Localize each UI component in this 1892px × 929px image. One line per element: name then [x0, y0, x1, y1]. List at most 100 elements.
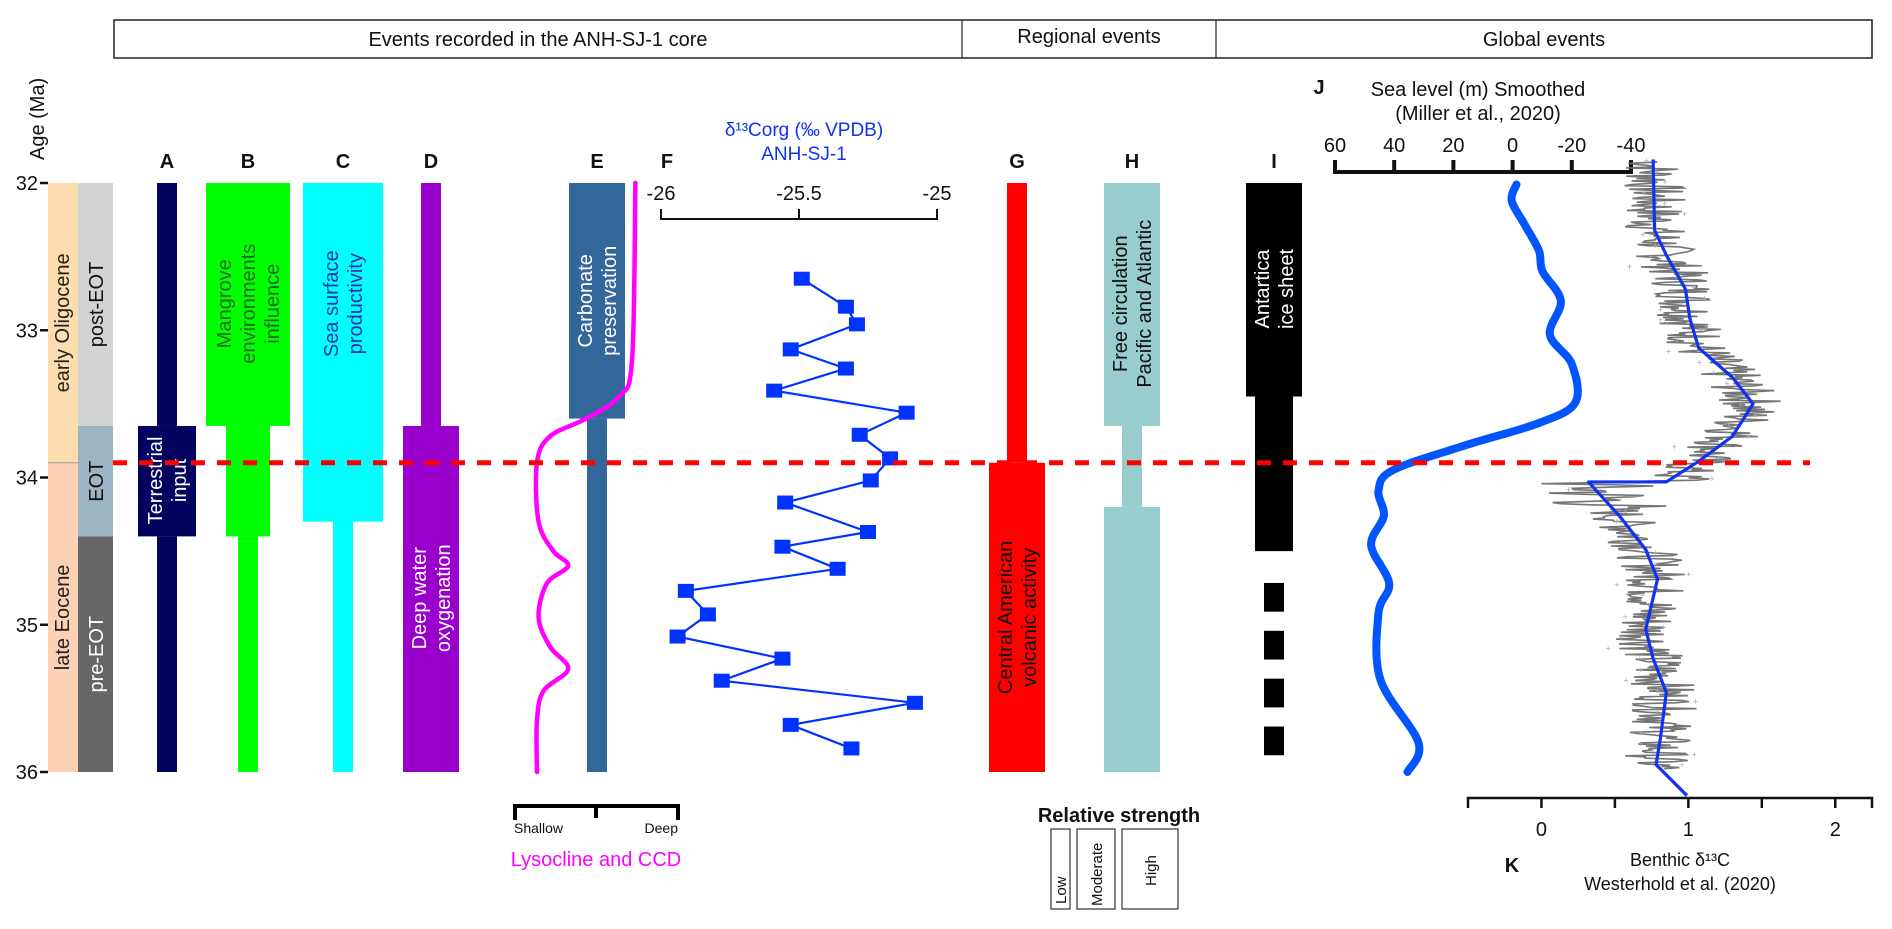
- stage-band: [78, 183, 113, 426]
- chart-f-point: [793, 271, 810, 286]
- chart-k-raw-point: +: [1566, 485, 1571, 495]
- strength-high: High: [1143, 855, 1160, 886]
- column-letter: I: [1271, 151, 1277, 173]
- column-letter: C: [336, 151, 350, 173]
- chart-j-title: Sea level (m) Smoothed: [1371, 79, 1586, 101]
- chart-k-raw-point: +: [1617, 495, 1622, 505]
- strength-segment-high: [569, 183, 625, 419]
- column-label: Antartica: [1252, 249, 1274, 329]
- age-tick-label: 32: [16, 173, 38, 195]
- chart-k-raw-point: +: [1697, 326, 1702, 336]
- strength-segment-low: [157, 536, 177, 772]
- chart-k-raw-point: +: [1638, 739, 1643, 749]
- chart-k-raw-point: +: [1637, 654, 1642, 664]
- strength-segment-high: [989, 462, 1045, 772]
- chart-k-raw-point: +: [1605, 644, 1610, 654]
- strength-segment-low: [1007, 183, 1027, 463]
- chart-f-point: [851, 427, 868, 442]
- chart-k-raw-point: +: [1619, 538, 1624, 548]
- age-tick-label: 34: [16, 468, 38, 490]
- chart-k-raw-point: +: [1726, 421, 1731, 431]
- column-label: Sea surface: [321, 250, 343, 357]
- lysocline-shallow-label: Shallow: [514, 820, 564, 836]
- strength-segment-low: [1122, 425, 1142, 507]
- chart-k-raw-point: +: [1709, 474, 1714, 484]
- chart-k-raw-point: +: [1661, 622, 1666, 632]
- strength-legend: Relative strength Low Moderate High: [1038, 805, 1200, 910]
- age-tick-label: 35: [16, 615, 38, 637]
- strength-segment-low: [157, 183, 177, 426]
- dashed-segment: [1264, 582, 1284, 612]
- column-label: oxygenation: [433, 544, 455, 652]
- chart-k-raw-point: +: [1658, 304, 1663, 314]
- chart-k-raw-point: +: [1672, 442, 1677, 452]
- chart-k-raw-point: +: [1662, 198, 1667, 208]
- chart-k-raw-point: +: [1716, 453, 1721, 463]
- stage-label: post-EOT: [86, 262, 108, 348]
- column-label: preservation: [599, 246, 621, 356]
- chart-k-raw-point: +: [1692, 750, 1697, 760]
- dashed-segment: [1264, 726, 1284, 756]
- chart-k-raw-point: +: [1614, 516, 1619, 526]
- strength-legend-title: Relative strength: [1038, 805, 1200, 827]
- header-regional: Regional events: [1017, 26, 1160, 48]
- chart-f-point: [862, 473, 879, 488]
- chart-k-raw-point: +: [1654, 167, 1659, 177]
- chart-f-point: [782, 717, 799, 732]
- epoch-label: early Oligocene: [52, 253, 74, 392]
- column-letter: J: [1313, 77, 1324, 99]
- chart-k-raw-point: +: [1674, 336, 1679, 346]
- chart-j-axis: [1333, 160, 1633, 174]
- column-letter: D: [424, 151, 438, 173]
- chart-k-raw-point: +: [1693, 697, 1698, 707]
- chart-k-raw-point: +: [1691, 283, 1696, 293]
- column-letter: G: [1009, 151, 1025, 173]
- chart-k-raw-point: +: [1648, 251, 1653, 261]
- chart-f-point: [774, 539, 791, 554]
- chart-k-raw-point: +: [1653, 241, 1658, 251]
- column-letter: B: [241, 151, 255, 173]
- age-tick-label: 36: [16, 762, 38, 784]
- lysocline-curve: [533, 180, 638, 775]
- chart-k-raw-point: +: [1724, 379, 1729, 389]
- chart-k-raw-point: +: [1655, 707, 1660, 717]
- chart-k-raw-point: +: [1640, 591, 1645, 601]
- lysocline-deep-label: Deep: [645, 820, 679, 836]
- chart-k-raw-point: +: [1627, 527, 1632, 537]
- chart-j-tick-label: 60: [1324, 135, 1346, 157]
- column-letter: H: [1125, 151, 1139, 173]
- chart-k-raw-point: +: [1644, 156, 1649, 166]
- strength-segment-high: [303, 183, 383, 522]
- chart-f-point: [829, 561, 846, 576]
- column-label: input: [169, 458, 191, 502]
- strength-segment-moderate: [1255, 396, 1293, 552]
- chart-k-raw-point: +: [1682, 209, 1687, 219]
- chart-k-raw-point: +: [1666, 347, 1671, 357]
- strength-segment-low: [333, 521, 353, 772]
- chart-k-subtitle: Westerhold et al. (2020): [1584, 874, 1776, 894]
- column-label: Terrestrial: [145, 437, 167, 525]
- chart-f-axis: [660, 209, 938, 220]
- chart-k-raw-point: +: [1753, 410, 1758, 420]
- strength-segment-high: [138, 425, 196, 537]
- chart-k-raw-point: +: [1686, 569, 1691, 579]
- chart-k-axis: [1466, 796, 1874, 808]
- chart-k-raw-point: +: [1627, 262, 1632, 272]
- strength-moderate: Moderate: [1089, 843, 1106, 906]
- column-label: Central American: [995, 541, 1017, 694]
- column-letter: K: [1505, 855, 1520, 877]
- chart-k-tick-label: 1: [1683, 819, 1694, 841]
- chart-f-point: [669, 629, 686, 644]
- chart-k-raw-point: +: [1623, 612, 1628, 622]
- chart-k-raw-point: +: [1638, 665, 1643, 675]
- chart-f-point: [906, 695, 923, 710]
- strength-segment-low: [421, 183, 441, 426]
- chart-k-raw-point: +: [1623, 675, 1628, 685]
- chart-f-point: [843, 741, 860, 756]
